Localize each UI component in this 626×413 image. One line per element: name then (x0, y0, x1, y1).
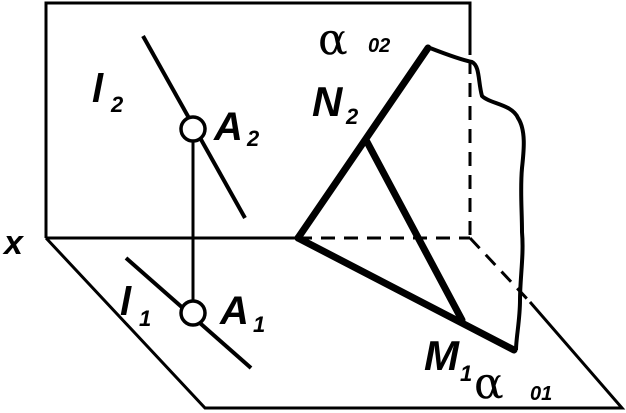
l1-label-sub: 1 (139, 306, 151, 331)
plane-alpha-cut-edge (429, 46, 526, 351)
a1-label-sub: 1 (253, 312, 265, 337)
horizontal-plane-outline (44, 236, 626, 410)
n2-label-sub: 2 (345, 104, 359, 129)
trace-alpha02 (294, 44, 432, 242)
l2-label-sub: 2 (110, 92, 124, 117)
line-n2-m1 (362, 136, 466, 324)
l1-label: l (120, 280, 132, 324)
l2-label: l (92, 67, 104, 111)
a2-label-sub: 2 (246, 126, 260, 151)
alpha02-label: α (318, 14, 348, 65)
point-a1 (179, 299, 207, 327)
alpha01-label: α (474, 358, 504, 409)
m1-label-sub: 1 (460, 361, 472, 386)
a1-label: A (219, 289, 249, 333)
alpha01-label-sub: 01 (530, 383, 552, 405)
trace-alpha01 (294, 234, 518, 354)
alpha02-label-sub: 02 (368, 35, 390, 57)
m1-label: M (424, 332, 460, 379)
a2-label: A (213, 105, 243, 149)
point-a2 (179, 115, 207, 143)
n2-label: N (312, 78, 344, 125)
x-axis-label: x (2, 224, 25, 262)
frontal-plane-outline (44, 1, 472, 238)
